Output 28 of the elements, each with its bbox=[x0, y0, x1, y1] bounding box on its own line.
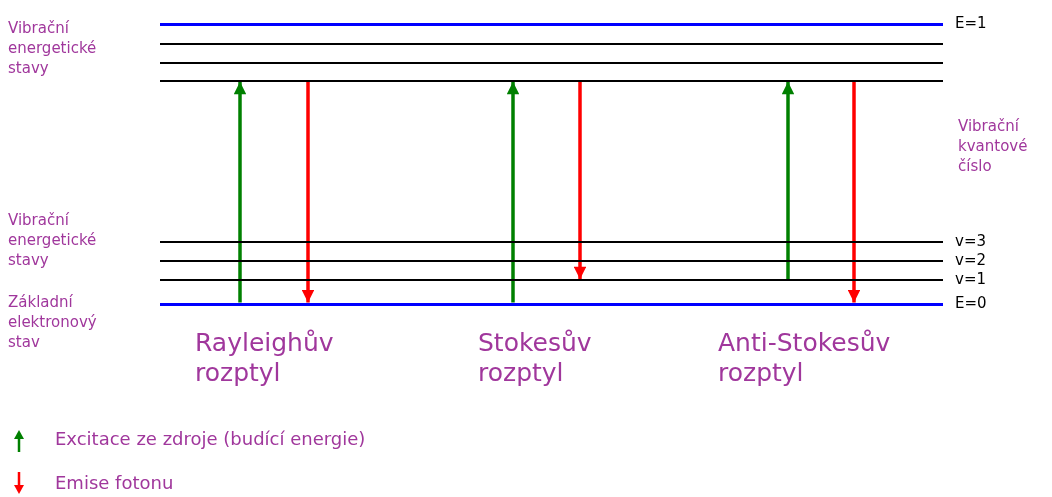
energy-level-line bbox=[160, 260, 943, 262]
transition-arrow bbox=[781, 81, 795, 280]
axis-note: Vibrační energetické stavy bbox=[8, 210, 98, 270]
energy-level-line bbox=[160, 62, 943, 64]
level-label: v=2 bbox=[955, 252, 986, 268]
scattering-label: Anti-Stokesův rozptyl bbox=[718, 328, 892, 388]
legend-text: Emise fotonu bbox=[55, 472, 174, 493]
energy-level-line bbox=[160, 43, 943, 45]
axis-note: Vibrační kvantové číslo bbox=[958, 116, 1029, 176]
axis-note: Vibrační energetické stavy bbox=[8, 18, 98, 78]
energy-level-line bbox=[160, 22, 943, 26]
scattering-label: Rayleighův rozptyl bbox=[195, 328, 335, 388]
energy-level-line bbox=[160, 279, 943, 281]
energy-level-line bbox=[160, 241, 943, 243]
legend-text: Excitace ze zdroje (budící energie) bbox=[55, 428, 366, 449]
level-label: v=1 bbox=[955, 271, 986, 287]
scattering-label: Stokesův rozptyl bbox=[478, 328, 593, 388]
transition-arrow bbox=[506, 81, 520, 303]
level-label: E=0 bbox=[955, 295, 987, 311]
transition-arrow bbox=[847, 81, 861, 303]
level-label: E=1 bbox=[955, 15, 987, 31]
energy-level-line bbox=[160, 302, 943, 306]
transition-arrow bbox=[573, 81, 587, 280]
energy-level-line bbox=[160, 80, 943, 82]
axis-note: Základní elektronový stav bbox=[8, 292, 98, 352]
transition-arrow bbox=[301, 81, 315, 303]
transition-arrow bbox=[233, 81, 247, 303]
level-label: v=3 bbox=[955, 233, 986, 249]
